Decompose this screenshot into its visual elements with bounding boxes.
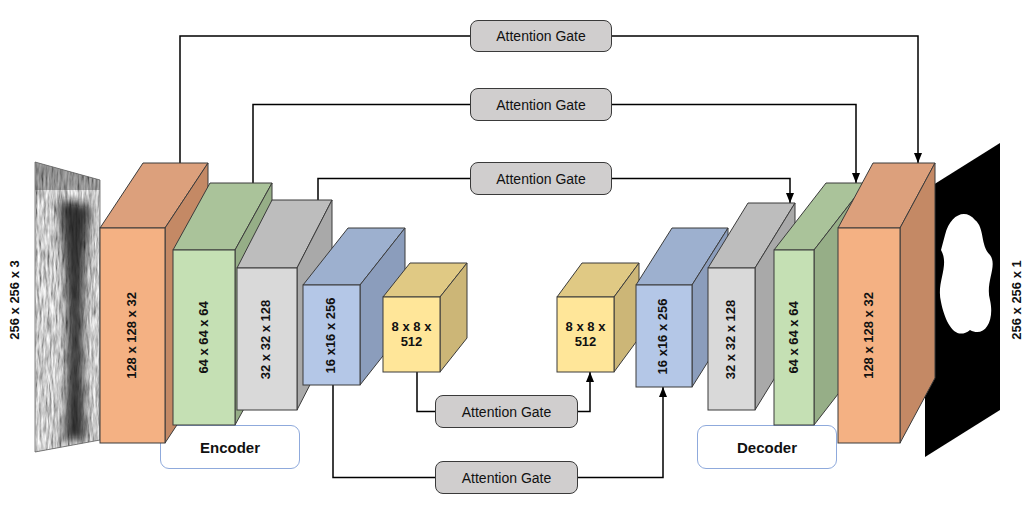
block-front-face <box>237 268 297 410</box>
gate-label: Attention Gate <box>496 171 586 187</box>
block-face-text-holder: 8 x 8 x 512 <box>383 297 440 372</box>
decoder-block: 128 x 128 x 32 <box>838 163 935 443</box>
ultrasound-ground <box>30 150 105 460</box>
skip-connection <box>578 387 663 478</box>
ultrasound-top-band <box>30 150 105 190</box>
block-front-face <box>708 268 755 410</box>
block-shape <box>383 263 467 372</box>
bottleneck-block: 8 x 8 x 512 <box>557 263 639 372</box>
ultrasound-image <box>30 150 105 460</box>
attention-gate: Attention Gate <box>470 162 612 195</box>
block-side-face <box>614 263 639 372</box>
skip-connection <box>253 105 470 184</box>
skip-connection <box>333 385 435 478</box>
block-front-face <box>100 228 165 443</box>
dimension-text: 128 x 128 x 32 <box>125 292 140 379</box>
skip-connection <box>417 372 435 412</box>
section-label: Decoder <box>737 439 797 456</box>
attention-gate: Attention Gate <box>470 88 612 121</box>
dimension-text: 32 x 32 x 128 <box>260 299 275 379</box>
dimension-text: 32 x 32 x 128 <box>724 299 739 379</box>
attention-gate: Attention Gate <box>435 461 578 494</box>
block-face-text-holder: 128 x 128 x 32 <box>838 228 900 443</box>
block-face-text-holder: 64 x 64 x 64 <box>173 250 235 425</box>
skip-connection <box>612 105 856 184</box>
mask-region <box>940 214 993 334</box>
image-border <box>35 162 100 452</box>
dimension-label: 256 x 256 x 3 <box>7 260 22 340</box>
block-front-face <box>557 297 614 372</box>
section-tag: Decoder <box>697 425 837 469</box>
dimension-text: 8 x 8 x 512 <box>560 320 611 350</box>
block-side-face <box>900 163 935 443</box>
gate-label: Attention Gate <box>496 97 586 113</box>
dimension-text: 8 x 8 x 512 <box>386 320 437 350</box>
dimension-text: 64 x 64 x 64 <box>787 301 802 373</box>
attention-gate: Attention Gate <box>470 20 612 52</box>
block-front-face <box>383 297 440 372</box>
block-face-text-holder: 32 x 32 x 128 <box>708 268 755 410</box>
block-face-text-holder: 32 x 32 x 128 <box>237 268 297 410</box>
block-side-face <box>440 263 467 372</box>
skip-connection <box>180 36 470 163</box>
gate-label: Attention Gate <box>462 404 552 420</box>
skip-connection <box>612 179 790 204</box>
skip-connection <box>578 372 590 412</box>
attention-gate: Attention Gate <box>435 395 578 428</box>
section-label: Encoder <box>200 439 260 456</box>
gate-label: Attention Gate <box>462 470 552 486</box>
dimension-text: 128 x 128 x 32 <box>862 292 877 379</box>
block-face-text-holder: 16 x16 x 256 <box>303 285 360 385</box>
block-front-face <box>838 228 900 443</box>
block-shape <box>557 263 639 372</box>
block-face-text-holder: 64 x 64 x 64 <box>774 250 814 425</box>
block-front-face <box>173 250 235 425</box>
block-front-face <box>774 250 814 425</box>
block-shape <box>838 163 935 443</box>
section-tag: Encoder <box>160 425 300 469</box>
gate-label: Attention Gate <box>496 28 586 44</box>
block-front-face <box>636 285 692 387</box>
ultrasound-shadow <box>58 200 92 440</box>
ultrasound-speckle <box>30 150 105 460</box>
block-face-text-holder: 128 x 128 x 32 <box>100 228 165 443</box>
skip-connection <box>318 179 470 201</box>
skip-connection <box>612 36 918 163</box>
block-face-text-holder: 8 x 8 x 512 <box>557 297 614 372</box>
dimension-text: 64 x 64 x 64 <box>197 301 212 373</box>
block-front-face <box>303 285 360 385</box>
output-mask <box>925 143 1000 457</box>
bottleneck-block: 8 x 8 x 512 <box>383 263 467 372</box>
dimension-text: 16 x16 x 256 <box>324 297 339 373</box>
dimension-label: 256 x 256 x 1 <box>1009 260 1024 340</box>
dimension-text: 16 x16 x 256 <box>657 298 672 374</box>
block-face-text-holder: 16 x16 x 256 <box>636 285 692 387</box>
